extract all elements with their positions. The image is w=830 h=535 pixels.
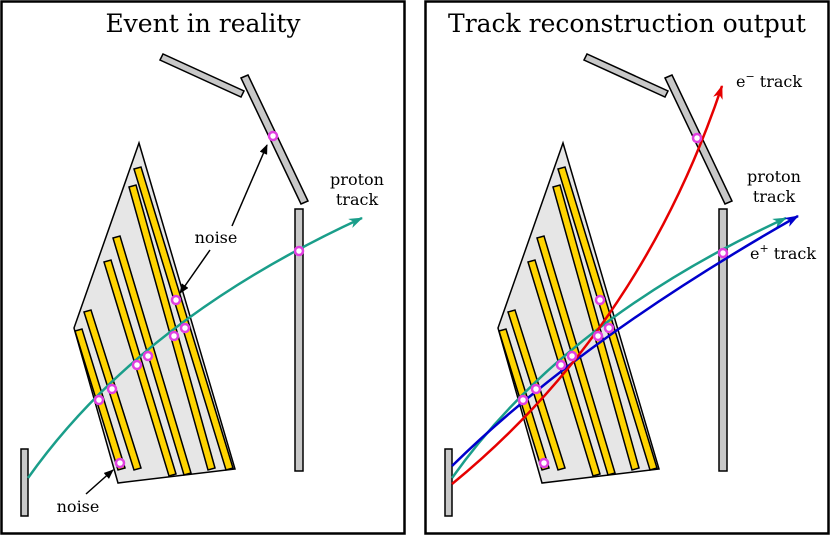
noise-label: noise (195, 228, 238, 247)
panel-track-reconstruction: Track reconstruction output (424, 0, 830, 535)
positron-track (451, 214, 799, 467)
hit-marker (566, 350, 578, 362)
panel-event-in-reality: Event in reality (0, 0, 406, 535)
noise-label: noise (57, 497, 100, 516)
noise-arrow (179, 249, 211, 294)
hit-marker (592, 330, 604, 342)
proton-track-label: proton (330, 170, 384, 189)
hits (517, 132, 729, 469)
electron-track (451, 85, 724, 485)
hit-marker (691, 132, 703, 144)
panel-title: Track reconstruction output (448, 9, 806, 38)
top-plate (582, 53, 670, 98)
vertical-plate (294, 208, 304, 472)
positron-track-label: e+ track (750, 242, 816, 263)
noise-arrow (231, 144, 268, 227)
hit-marker (267, 130, 279, 142)
top-plate (158, 53, 246, 98)
hit-marker (168, 330, 180, 342)
strip (128, 184, 216, 471)
hit-marker (114, 457, 126, 469)
hit-marker (93, 394, 105, 406)
hit-marker (142, 350, 154, 362)
hit-marker (603, 322, 615, 334)
hit-marker (594, 294, 606, 306)
hit-marker (555, 359, 567, 371)
vertical-plate (718, 208, 728, 472)
noise-arrow (85, 469, 114, 495)
hit-marker (106, 383, 118, 395)
strip (557, 166, 658, 471)
panel-title: Event in reality (105, 9, 301, 38)
hit-marker (179, 322, 191, 334)
hit-marker (530, 383, 542, 395)
hit-marker (170, 294, 182, 306)
hit-marker (293, 245, 305, 257)
proton-track-label: track (753, 187, 796, 206)
base-plate (444, 448, 453, 517)
proton-track-label: proton (747, 167, 801, 186)
proton-track-label: track (336, 190, 379, 209)
electron-track-label: e− track (736, 70, 802, 91)
hit-marker (538, 457, 550, 469)
base-plate (20, 448, 29, 517)
hits (93, 130, 305, 469)
hit-marker (131, 359, 143, 371)
strip (552, 184, 640, 471)
proton-track (26, 216, 363, 479)
hit-marker (717, 247, 729, 259)
hit-marker (517, 394, 529, 406)
strip (133, 166, 234, 471)
